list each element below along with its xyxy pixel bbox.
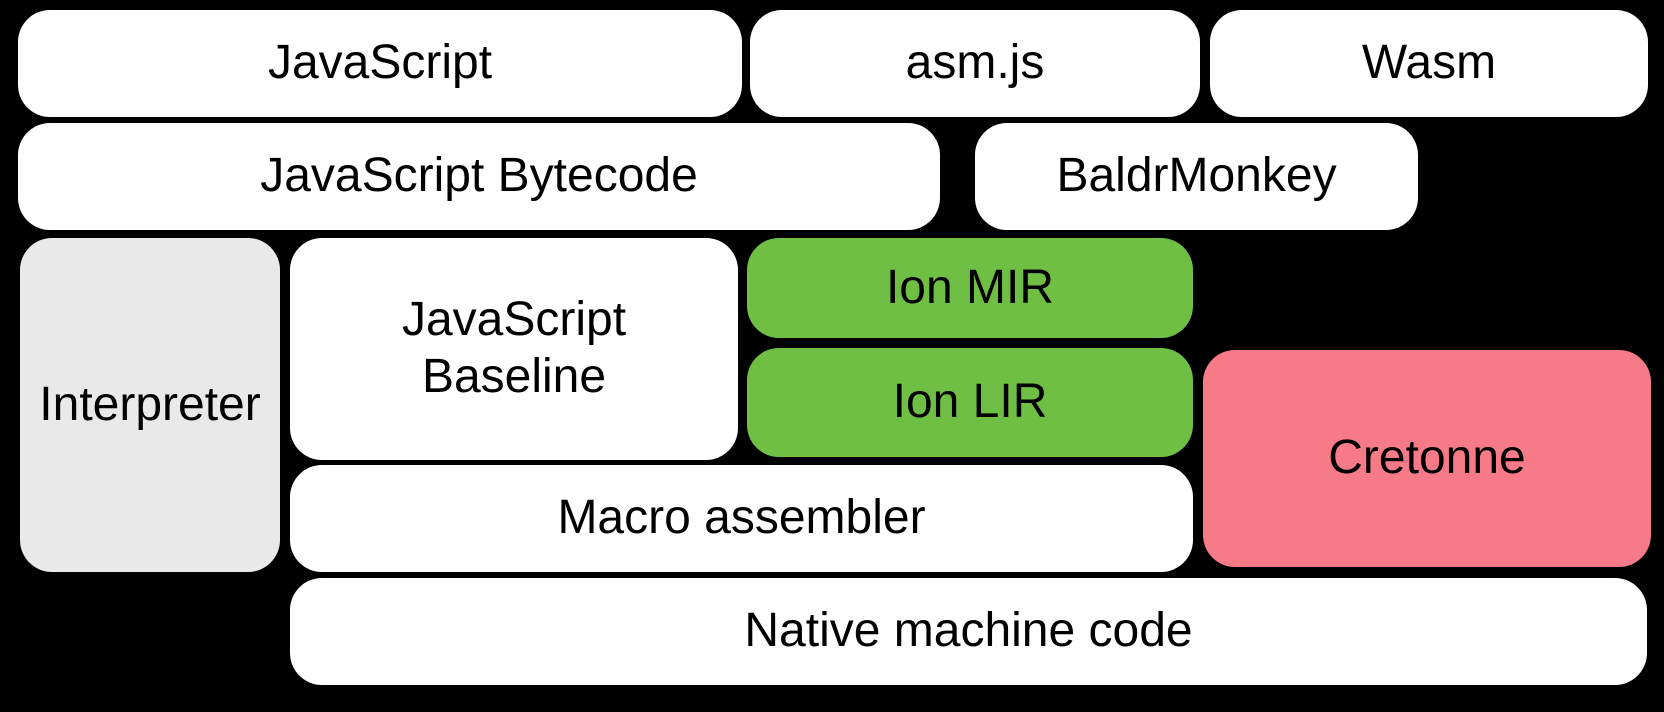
box-javascript-baseline-label-line1: JavaScript: [401, 293, 627, 347]
box-javascript-bytecode-label: JavaScript Bytecode: [260, 149, 698, 203]
box-interpreter-label: Interpreter: [39, 377, 261, 431]
box-macro-assembler: Macro assembler: [290, 465, 1193, 572]
box-ion-mir: Ion MIR: [747, 238, 1193, 338]
box-wasm: Wasm: [1210, 10, 1648, 117]
box-javascript-baseline: JavaScript Baseline: [290, 238, 738, 460]
box-javascript: JavaScript: [18, 10, 742, 117]
box-ion-lir-label: Ion LIR: [892, 375, 1048, 429]
box-native-machine-code: Native machine code: [290, 578, 1647, 685]
box-interpreter: Interpreter: [20, 238, 280, 572]
box-wasm-label: Wasm: [1361, 36, 1497, 90]
box-native-machine-code-label: Native machine code: [744, 604, 1193, 658]
box-macro-assembler-label: Macro assembler: [557, 491, 926, 545]
box-javascript-bytecode: JavaScript Bytecode: [18, 123, 940, 230]
box-javascript-baseline-label-line2: Baseline: [421, 350, 607, 403]
box-ion-mir-label: Ion MIR: [885, 260, 1055, 314]
box-asmjs: asm.js: [750, 10, 1200, 117]
box-cretonne-label: Cretonne: [1328, 431, 1526, 485]
box-asmjs-label: asm.js: [905, 36, 1045, 90]
box-baldrmonkey: BaldrMonkey: [975, 123, 1418, 230]
box-cretonne: Cretonne: [1203, 350, 1651, 567]
box-ion-lir: Ion LIR: [747, 348, 1193, 457]
box-baldrmonkey-label: BaldrMonkey: [1056, 149, 1337, 203]
box-javascript-label: JavaScript: [267, 36, 493, 90]
